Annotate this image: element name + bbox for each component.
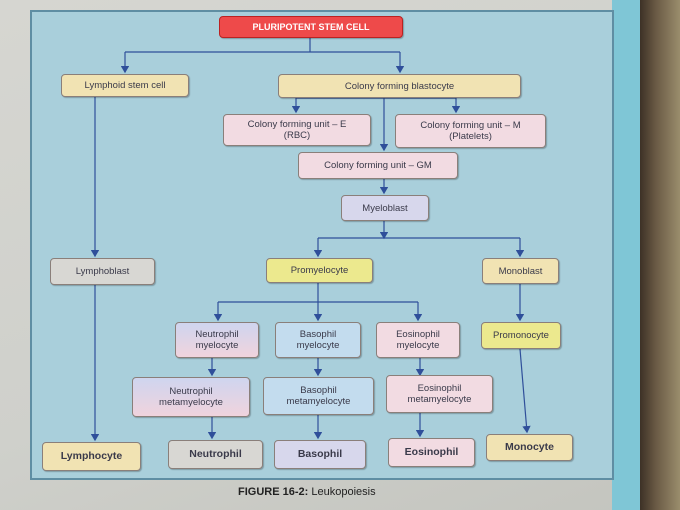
pluripotent-stem-cell-box: PLURIPOTENT STEM CELL [219,16,403,38]
figure-caption: FIGURE 16-2: Leukopoiesis [238,486,376,498]
myeloblast-label: Myeloblast [362,202,408,214]
neutrophil-myelocyte-box: Neutrophil myelocyte [175,322,259,358]
eosinophil-myelocyte-sublabel: myelocyte [396,340,440,351]
neutrophil-myelocyte-label: Neutrophil [195,329,239,340]
cfu-m-sublabel: (Platelets) [449,131,492,142]
cfu-e-sublabel: (RBC) [283,130,311,141]
eosinophil-metamyelocyte-label: Eosinophil [417,383,462,394]
neutrophil-metamyelocyte-box: Neutrophil metamyelocyte [132,377,250,417]
lymphoid-stem-cell-box: Lymphoid stem cell [61,74,189,97]
cfu-e-label: Colony forming unit – E [247,119,347,130]
page-edge-strip [612,0,642,510]
colony-forming-blastocyte-label: Colony forming blastocyte [344,80,455,92]
monoblast-label: Monoblast [498,265,543,277]
figure-caption-text: Leukopoiesis [311,486,376,498]
colony-forming-blastocyte-box: Colony forming blastocyte [278,74,521,98]
basophil-myelocyte-box: Basophil myelocyte [275,322,361,358]
promonocyte-box: Promonocyte [481,322,561,349]
basophil-myelocyte-sublabel: myelocyte [296,340,340,351]
eosinophil-myelocyte-box: Eosinophil myelocyte [376,322,460,358]
basophil-metamyelocyte-sublabel: metamyelocyte [286,396,351,407]
promyelocyte-label: Promyelocyte [290,265,349,276]
lymphoblast-label: Lymphoblast [75,266,130,277]
eosinophil-metamyelocyte-box: Eosinophil metamyelocyte [386,375,493,413]
neutrophil-myelocyte-sublabel: myelocyte [195,340,239,351]
neutrophil-label: Neutrophil [189,448,242,460]
promyelocyte-box: Promyelocyte [266,258,373,283]
neutrophil-metamyelocyte-sublabel: metamyelocyte [159,397,223,408]
basophil-metamyelocyte-label: Basophil [300,385,337,396]
monocyte-box: Monocyte [486,434,573,461]
cfu-e-box: Colony forming unit – E (RBC) [223,114,371,146]
cfu-m-box: Colony forming unit – M (Platelets) [395,114,546,148]
eosinophil-myelocyte-label: Eosinophil [396,329,440,340]
lymphoid-stem-cell-label: Lymphoid stem cell [84,80,166,91]
eosinophil-metamyelocyte-sublabel: metamyelocyte [407,394,472,405]
myeloblast-box: Myeloblast [341,195,429,221]
lymphocyte-box: Lymphocyte [42,442,141,471]
monoblast-box: Monoblast [482,258,559,284]
pluripotent-stem-cell-label: PLURIPOTENT STEM CELL [252,21,370,32]
neutrophil-metamyelocyte-label: Neutrophil [169,386,213,397]
cfu-gm-box: Colony forming unit – GM [298,152,458,179]
eosinophil-box: Eosinophil [388,438,475,467]
neutrophil-box: Neutrophil [168,440,263,469]
basophil-myelocyte-label: Basophil [299,329,337,340]
monocyte-label: Monocyte [504,441,554,453]
figure-caption-label: FIGURE 16-2: [238,486,309,498]
cfu-m-label: Colony forming unit – M [420,120,521,131]
eosinophil-label: Eosinophil [404,446,459,458]
lymphocyte-label: Lymphocyte [60,450,123,462]
basophil-label: Basophil [297,448,343,460]
cfu-gm-label: Colony forming unit – GM [324,160,432,171]
promonocyte-label: Promonocyte [493,330,549,341]
background-edge [640,0,680,510]
basophil-metamyelocyte-box: Basophil metamyelocyte [263,377,374,415]
lymphoblast-box: Lymphoblast [50,258,155,285]
basophil-box: Basophil [274,440,366,469]
